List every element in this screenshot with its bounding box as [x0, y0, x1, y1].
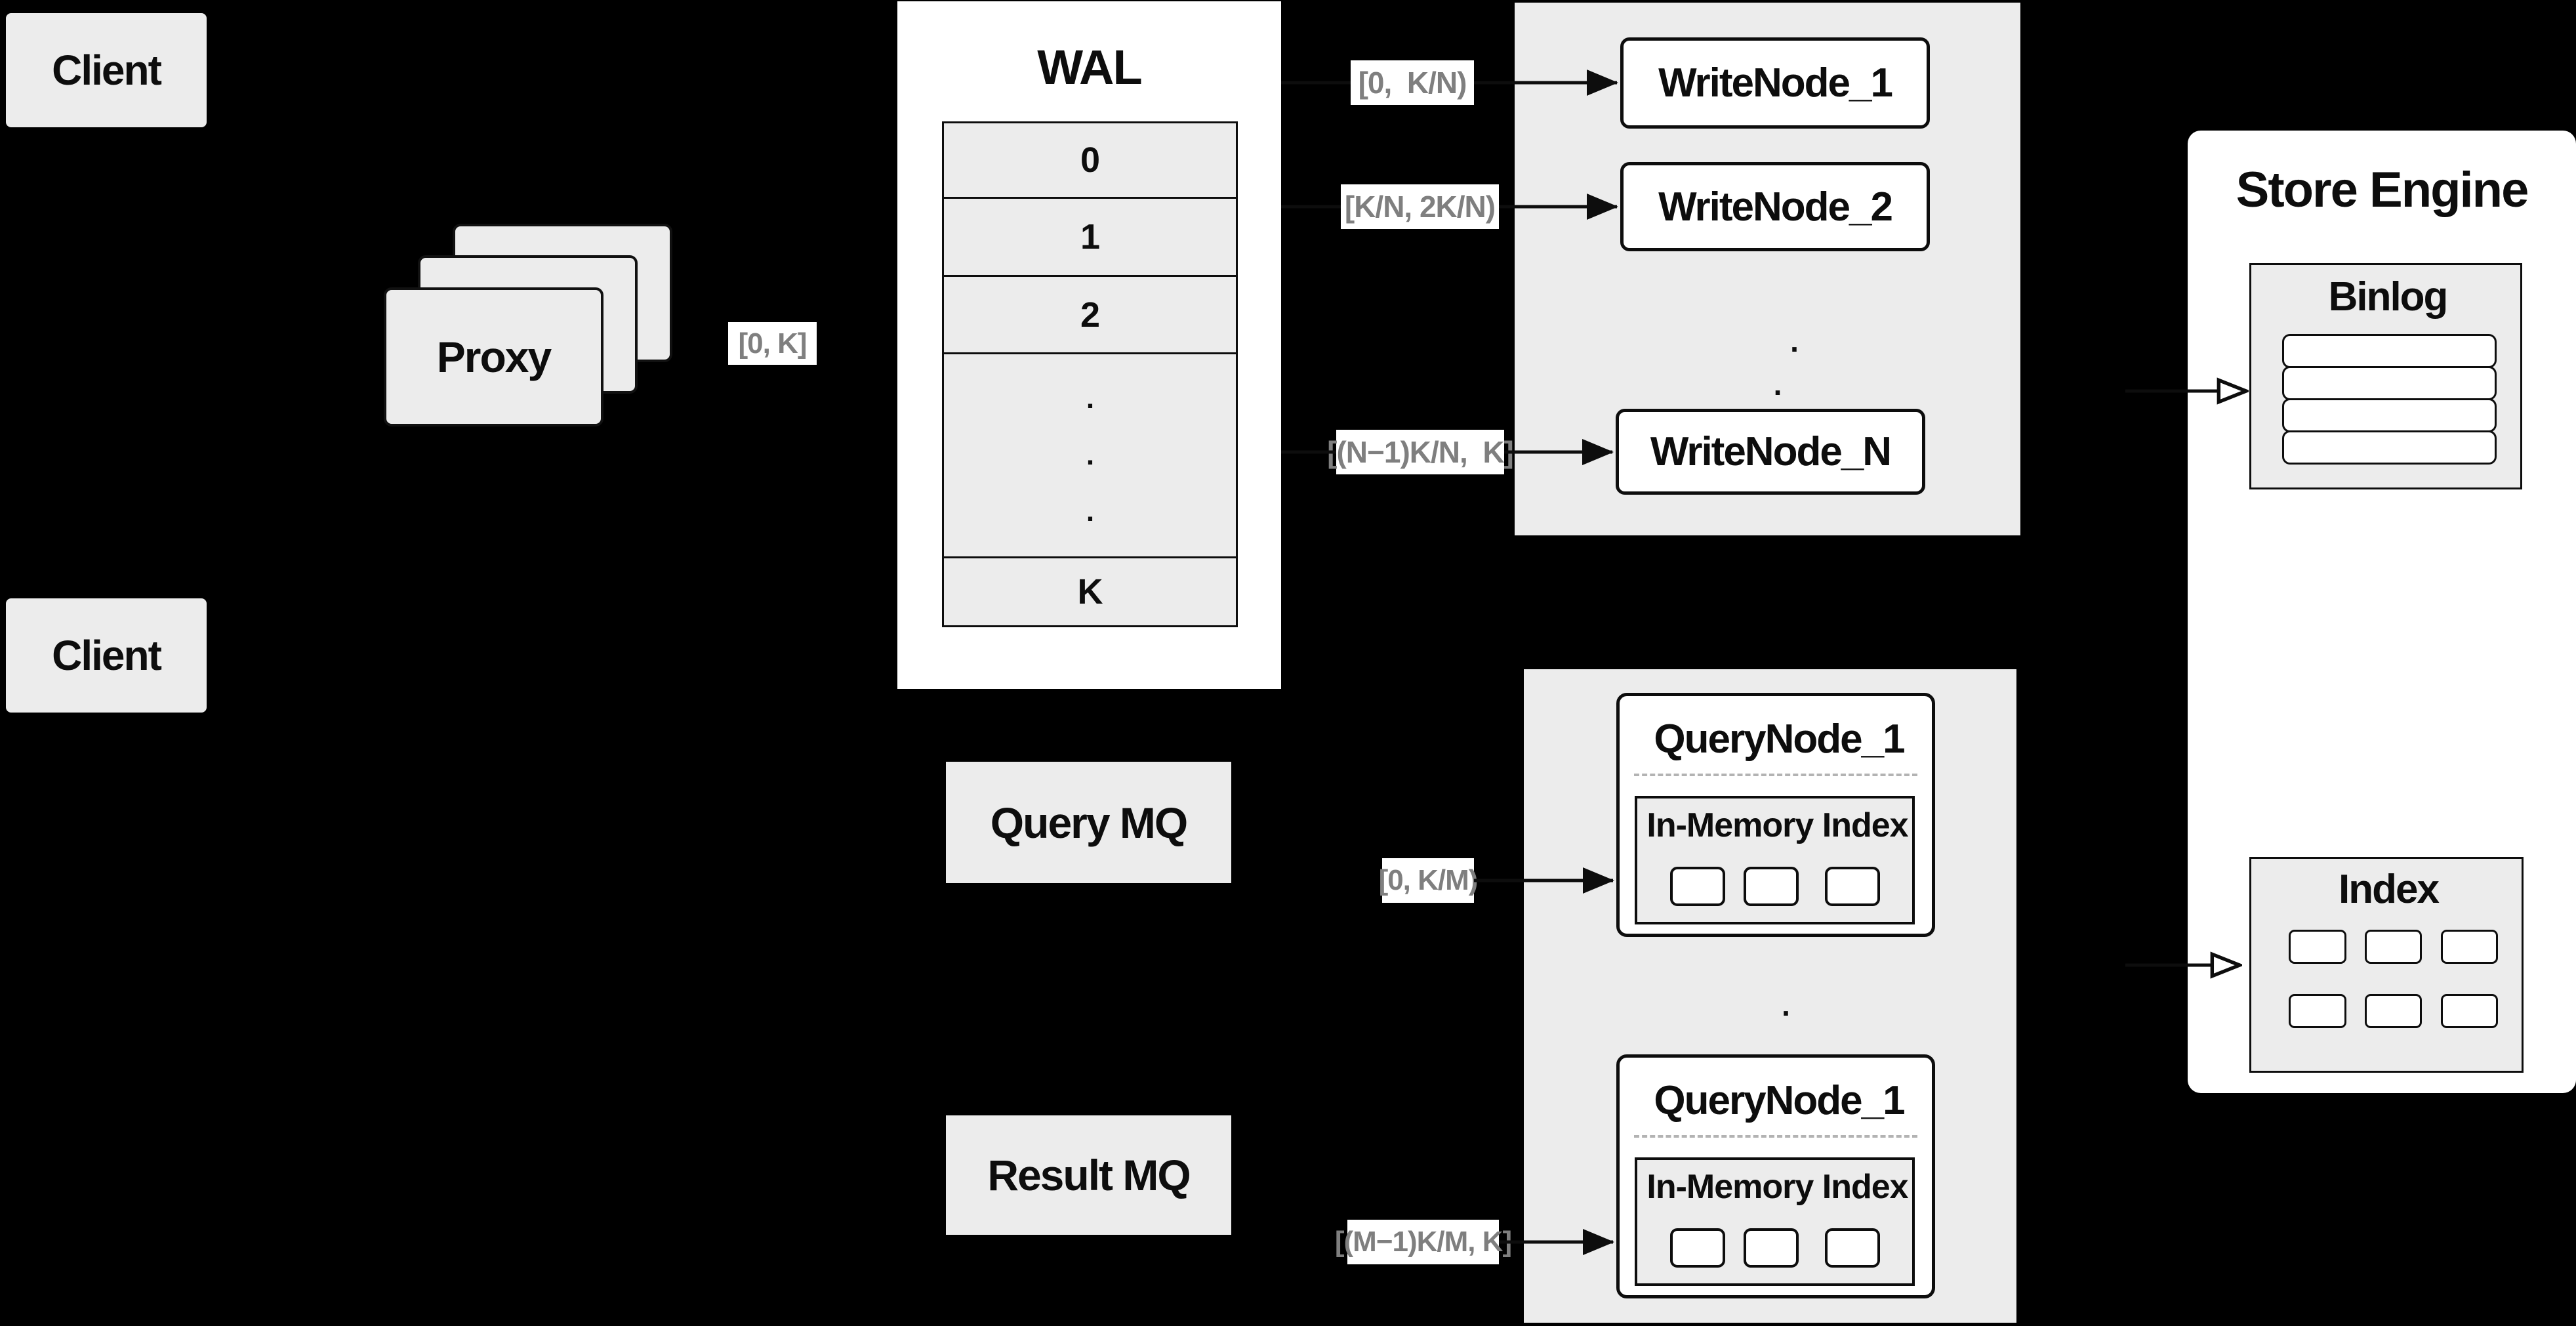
index-segment: [2289, 994, 2346, 1028]
proxy-card-front: Proxy: [384, 287, 603, 426]
binlog-segment: [2282, 334, 2497, 368]
index-title: Index: [2339, 866, 2440, 912]
inmem-segment: [1670, 867, 1725, 906]
binlog-box: Binlog: [2249, 263, 2522, 489]
write-node-2: WriteNode_2: [1620, 162, 1930, 251]
wal-row-dots: . . .: [944, 352, 1236, 556]
query-node-1-inmem-title: In-Memory Index: [1646, 806, 1908, 844]
query-node-2-inmem-box: In-Memory Index: [1635, 1157, 1915, 1286]
query-node-ellipsis: . . .: [1765, 987, 1790, 1109]
proxy-range-label: [0, K]: [728, 322, 817, 365]
query-node-2-title: QueryNode_1: [1654, 1077, 1905, 1123]
query-node-1-inmem-box: In-Memory Index: [1635, 796, 1915, 924]
result-mq-box: Result MQ: [946, 1115, 1231, 1235]
index-segment: [2441, 994, 2498, 1028]
index-segment: [2289, 930, 2346, 964]
inmem-segment: [1825, 867, 1880, 906]
wal-row: 2: [944, 275, 1236, 352]
query-node-2: QueryNode_1 In-Memory Index: [1616, 1054, 1935, 1298]
inmem-segment: [1744, 1228, 1799, 1268]
query-mq-box: Query MQ: [946, 762, 1231, 883]
write-node-1: WriteNode_1: [1620, 37, 1930, 129]
query-node-1-divider: [1634, 774, 1917, 776]
query-node-1: QueryNode_1 In-Memory Index: [1616, 693, 1935, 937]
client-top-label: Client: [52, 47, 162, 94]
client-bottom-box: Client: [6, 598, 207, 713]
store-engine-panel: Store Engine Binlog Index: [2188, 131, 2576, 1093]
index-segment: [2365, 994, 2422, 1028]
binlog-title: Binlog: [2328, 274, 2449, 320]
client-bottom-label: Client: [52, 632, 162, 679]
wal-range-label-1: [0, K/N): [1351, 60, 1474, 105]
wal-ellipsis: . . .: [1086, 383, 1094, 528]
inmem-segment: [1825, 1228, 1880, 1268]
client-top-box: Client: [6, 13, 207, 127]
store-engine-title: Store Engine: [2236, 161, 2529, 218]
index-box: Index: [2249, 857, 2524, 1073]
binlog-segment: [2282, 366, 2497, 400]
wal-table: 0 1 2 . . . K: [942, 121, 1238, 627]
wal-row: 0: [944, 123, 1236, 197]
wal-range-label-3: [(N−1)K/N, K]: [1327, 430, 1514, 474]
query-node-2-divider: [1634, 1135, 1917, 1138]
inmem-segment: [1744, 867, 1799, 906]
mq-range-label-1: [0, K/M): [1379, 858, 1478, 903]
mq-range-label-2: [(M−1)K/M, K]: [1335, 1220, 1512, 1264]
index-segment: [2365, 930, 2422, 964]
write-node-n: WriteNode_N: [1616, 409, 1925, 495]
proxy-label: Proxy: [436, 333, 552, 381]
wal-row: 1: [944, 197, 1236, 275]
inmem-segment: [1670, 1228, 1725, 1268]
write-node-ellipsis: . . .: [1773, 323, 1799, 445]
wal-panel: WAL 0 1 2 . . . K: [897, 1, 1281, 689]
binlog-segment: [2282, 430, 2497, 465]
query-node-1-title: QueryNode_1: [1654, 716, 1905, 762]
wal-row: K: [944, 556, 1236, 625]
index-segment: [2441, 930, 2498, 964]
wal-title: WAL: [1037, 39, 1142, 94]
wal-range-label-2: [K/N, 2K/N): [1341, 184, 1499, 229]
binlog-segment: [2282, 398, 2497, 432]
query-node-2-inmem-title: In-Memory Index: [1646, 1168, 1908, 1206]
